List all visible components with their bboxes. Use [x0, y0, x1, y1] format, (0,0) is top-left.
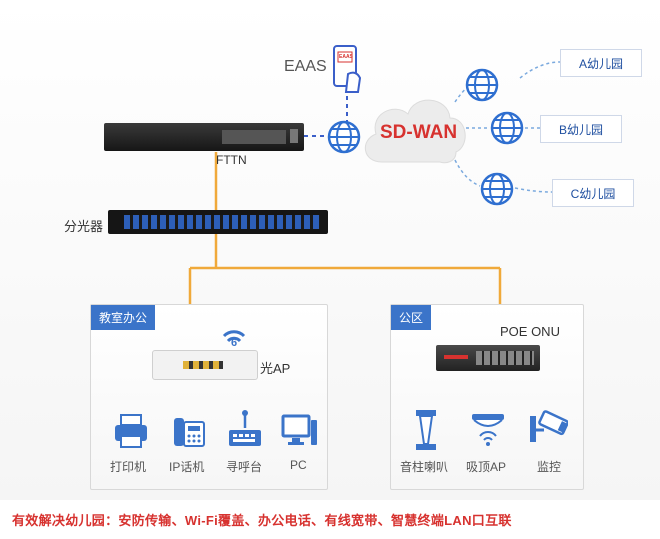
kindergarten-a-box: A幼儿园 — [560, 49, 642, 77]
kindergarten-b-box: B幼儿园 — [540, 115, 622, 143]
footer-text: 有效解决幼儿园：安防传输、Wi-Fi覆盖、办公电话、有线宽带、智慧终端LAN口互… — [12, 513, 512, 528]
sdwan-cloud: SD-WAN — [360, 90, 470, 172]
ceiling-ap-label: 吸顶AP — [466, 460, 507, 474]
globe-icon — [327, 120, 361, 154]
splitter-label: 分光器 — [64, 219, 104, 234]
fttn-device — [104, 123, 304, 151]
camera-icon — [528, 408, 569, 448]
pc-label: PC — [290, 458, 307, 472]
wifi6-icon: 6 — [220, 322, 248, 352]
globe-icon — [465, 68, 499, 102]
pc-icon — [280, 412, 318, 450]
fttn-label: FTTN — [216, 153, 247, 167]
poe-onu-device — [436, 345, 540, 371]
globe-icon — [480, 172, 514, 206]
wifi6-badge-text: 6 — [231, 337, 238, 349]
ip-phone-icon — [170, 412, 208, 450]
printer-label: 打印机 — [110, 460, 147, 474]
printer-icon — [112, 412, 150, 450]
ip-phone-label: IP话机 — [169, 460, 205, 474]
paging-console-icon — [225, 408, 265, 450]
eaas-label: EAAS — [284, 58, 327, 75]
phone-icon: EAAS — [330, 44, 364, 96]
globe-icon — [490, 111, 524, 145]
phone-badge-text: EAAS — [339, 54, 353, 60]
splitter-device — [108, 210, 328, 234]
poe-onu-label: POE ONU — [500, 324, 560, 339]
paging-console-label: 寻呼台 — [226, 460, 263, 474]
public-area-panel: 公区 — [390, 304, 584, 490]
kindergarten-c-box: C幼儿园 — [552, 179, 634, 207]
column-speaker-icon — [413, 408, 439, 452]
public-area-title: 公区 — [391, 305, 432, 330]
cloud-label: SD-WAN — [380, 122, 458, 143]
camera-label: 监控 — [537, 460, 562, 474]
classroom-panel: 教室办公 — [90, 304, 328, 490]
ceiling-ap-icon — [468, 410, 508, 448]
classroom-title: 教室办公 — [91, 305, 156, 330]
optical-ap-device — [152, 350, 258, 380]
ap-label: 光AP — [260, 361, 291, 376]
column-speaker-label: 音柱喇叭 — [400, 460, 449, 474]
